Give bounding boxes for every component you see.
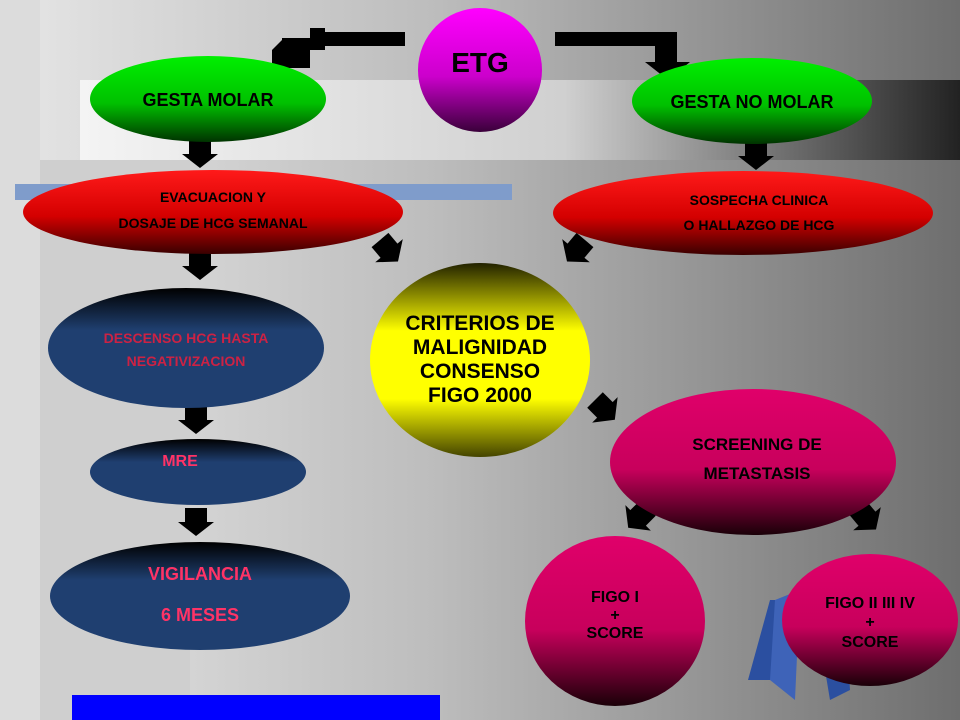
node-descenso: DESCENSO HCG HASTA NEGATIVIZACION [48, 288, 324, 408]
vigilancia-line-2: 6 MESES [161, 605, 239, 625]
node-gesta-molar: GESTA MOLAR [90, 56, 326, 142]
evacuacion-line-2: DOSAJE DE HCG SEMANAL [118, 215, 307, 231]
screening-line-2: METASTASIS [703, 464, 810, 483]
figo-ii-iv-line-2: + [865, 614, 874, 631]
vigilancia-line-1: VIGILANCIA [148, 564, 252, 584]
criterios-line-1: CRITERIOS DE [405, 312, 554, 335]
figo-ii-iv-line-1: FIGO II III IV [825, 595, 915, 612]
arrow-etg-left [272, 28, 405, 68]
criterios-line-4: FIGO 2000 [428, 384, 532, 407]
node-figo-ii-iv: FIGO II III IV + SCORE [782, 554, 958, 686]
descenso-line-1: DESCENSO HCG HASTA [104, 330, 269, 346]
screening-line-1: SCREENING DE [692, 435, 821, 454]
mre-label: MRE [162, 453, 198, 470]
criterios-line-2: MALIGNIDAD [413, 336, 547, 359]
node-figo-i: FIGO I + SCORE [525, 536, 705, 706]
descenso-line-2: NEGATIVIZACION [127, 353, 246, 369]
figo-ii-iv-line-3: SCORE [842, 634, 899, 651]
sospecha-line-1: SOSPECHA CLINICA [690, 192, 829, 208]
blue-bar-bottom [72, 695, 440, 720]
node-gesta-no-molar: GESTA NO MOLAR [632, 58, 872, 144]
sospecha-line-2: O HALLAZGO DE HCG [684, 217, 835, 233]
node-screening: SCREENING DE METASTASIS [610, 389, 896, 535]
node-sospecha: SOSPECHA CLINICA O HALLAZGO DE HCG [553, 171, 933, 255]
node-mre: MRE [90, 439, 306, 505]
evacuacion-line-1: EVACUACION Y [160, 189, 267, 205]
node-criterios: CRITERIOS DE MALIGNIDAD CONSENSO FIGO 20… [370, 263, 590, 457]
node-evacuacion: EVACUACION Y DOSAJE DE HCG SEMANAL [23, 170, 403, 254]
criterios-line-3: CONSENSO [420, 360, 540, 383]
etg-label: ETG [451, 47, 509, 78]
gesta-molar-label: GESTA MOLAR [143, 90, 274, 110]
figo-i-line-3: SCORE [587, 625, 644, 642]
left-strip [0, 0, 40, 720]
node-vigilancia: VIGILANCIA 6 MESES [50, 542, 350, 650]
figo-i-line-1: FIGO I [591, 589, 639, 606]
gesta-no-molar-label: GESTA NO MOLAR [671, 92, 834, 112]
node-etg: ETG [418, 8, 542, 132]
figo-i-line-2: + [610, 607, 619, 624]
